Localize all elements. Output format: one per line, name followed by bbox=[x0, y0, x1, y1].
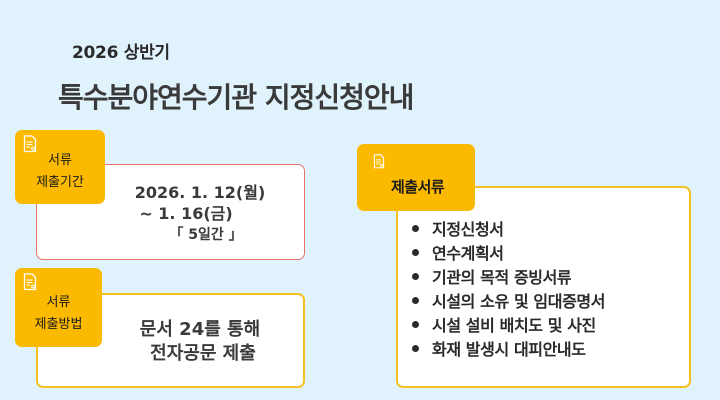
document-icon bbox=[23, 135, 37, 153]
method-tag-label: 서류 제출방법 bbox=[34, 295, 83, 332]
list-item: 지정신청서 bbox=[412, 218, 605, 242]
bullet-icon bbox=[412, 297, 419, 304]
document-icon bbox=[23, 273, 37, 291]
method-text: 문서 24를 통해 전자공문 제출 bbox=[110, 318, 290, 366]
bullet-icon bbox=[412, 345, 419, 352]
documents-box bbox=[396, 186, 691, 388]
list-item: 연수계획서 bbox=[412, 242, 605, 266]
list-item: 시설의 소유 및 임대증명서 bbox=[412, 290, 605, 314]
document-icon bbox=[373, 154, 385, 169]
period-start-date: 2026. 1. 12(월) bbox=[134, 183, 266, 202]
documents-list: 지정신청서 연수계획서 기관의 목적 증빙서류 시설의 소유 및 임대증명서 시… bbox=[412, 218, 605, 362]
period-dates: 2026. 1. 12(월) ~ 1. 16(금) 「 5일간 」 bbox=[112, 182, 288, 246]
documents-tag: 제출서류 bbox=[357, 144, 475, 211]
period-tag-label: 서류 제출기간 bbox=[36, 153, 84, 190]
bullet-icon bbox=[412, 249, 419, 256]
list-item: 화재 발생시 대피안내도 bbox=[412, 338, 605, 362]
method-tag: 서류 제출방법 bbox=[15, 268, 102, 347]
list-item: 시설 설비 배치도 및 사진 bbox=[412, 314, 605, 338]
bullet-icon bbox=[412, 321, 419, 328]
period-duration: 「 5일간 」 bbox=[169, 227, 243, 243]
bullet-icon bbox=[412, 273, 419, 280]
bullet-icon bbox=[412, 225, 419, 232]
page-title: 특수분야연수기관 지정신청안내 bbox=[58, 81, 414, 114]
method-line2: 전자공문 제출 bbox=[150, 343, 256, 364]
period-tag: 서류 제출기간 bbox=[15, 130, 105, 204]
list-item: 기관의 목적 증빙서류 bbox=[412, 266, 605, 290]
subtitle: 2026 상반기 bbox=[72, 43, 170, 63]
period-end-date: ~ 1. 16(금) bbox=[139, 204, 233, 223]
documents-tag-label: 제출서류 bbox=[391, 178, 445, 196]
method-line1: 문서 24를 통해 bbox=[139, 319, 261, 340]
